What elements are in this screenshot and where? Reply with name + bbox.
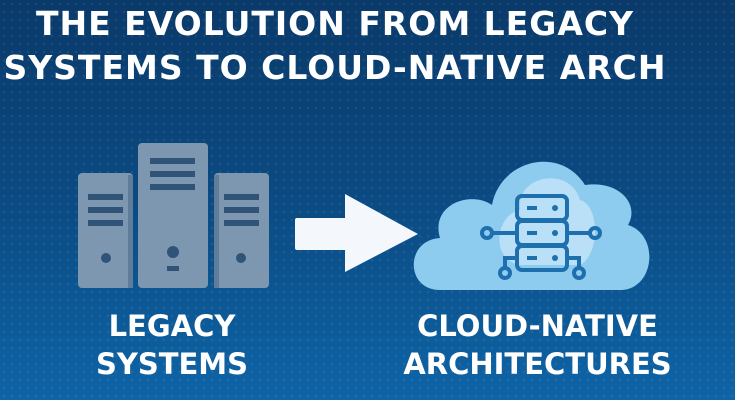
cloud-label-line-1: CLOUD-NATIVE	[417, 309, 658, 343]
arrow-right-icon	[295, 194, 418, 272]
title-line-2: SYSTEMS TO CLOUD-NATIVE ARCH	[3, 48, 667, 87]
legacy-servers-icon	[78, 143, 269, 288]
legacy-label-line-1: LEGACY	[108, 309, 236, 343]
cloud-server-stack-icon	[480, 194, 602, 280]
title-line-1: THE EVOLUTION FROM LEGACY	[36, 4, 634, 43]
legacy-systems-label: LEGACY SYSTEMS	[72, 307, 272, 383]
cloud-label-line-2: ARCHITECTURES	[403, 347, 672, 381]
legacy-label-line-2: SYSTEMS	[95, 347, 249, 381]
page-title: THE EVOLUTION FROM LEGACY SYSTEMS TO CLO…	[0, 2, 670, 90]
cloud-native-label: CLOUD-NATIVE ARCHITECTURES	[400, 307, 675, 383]
